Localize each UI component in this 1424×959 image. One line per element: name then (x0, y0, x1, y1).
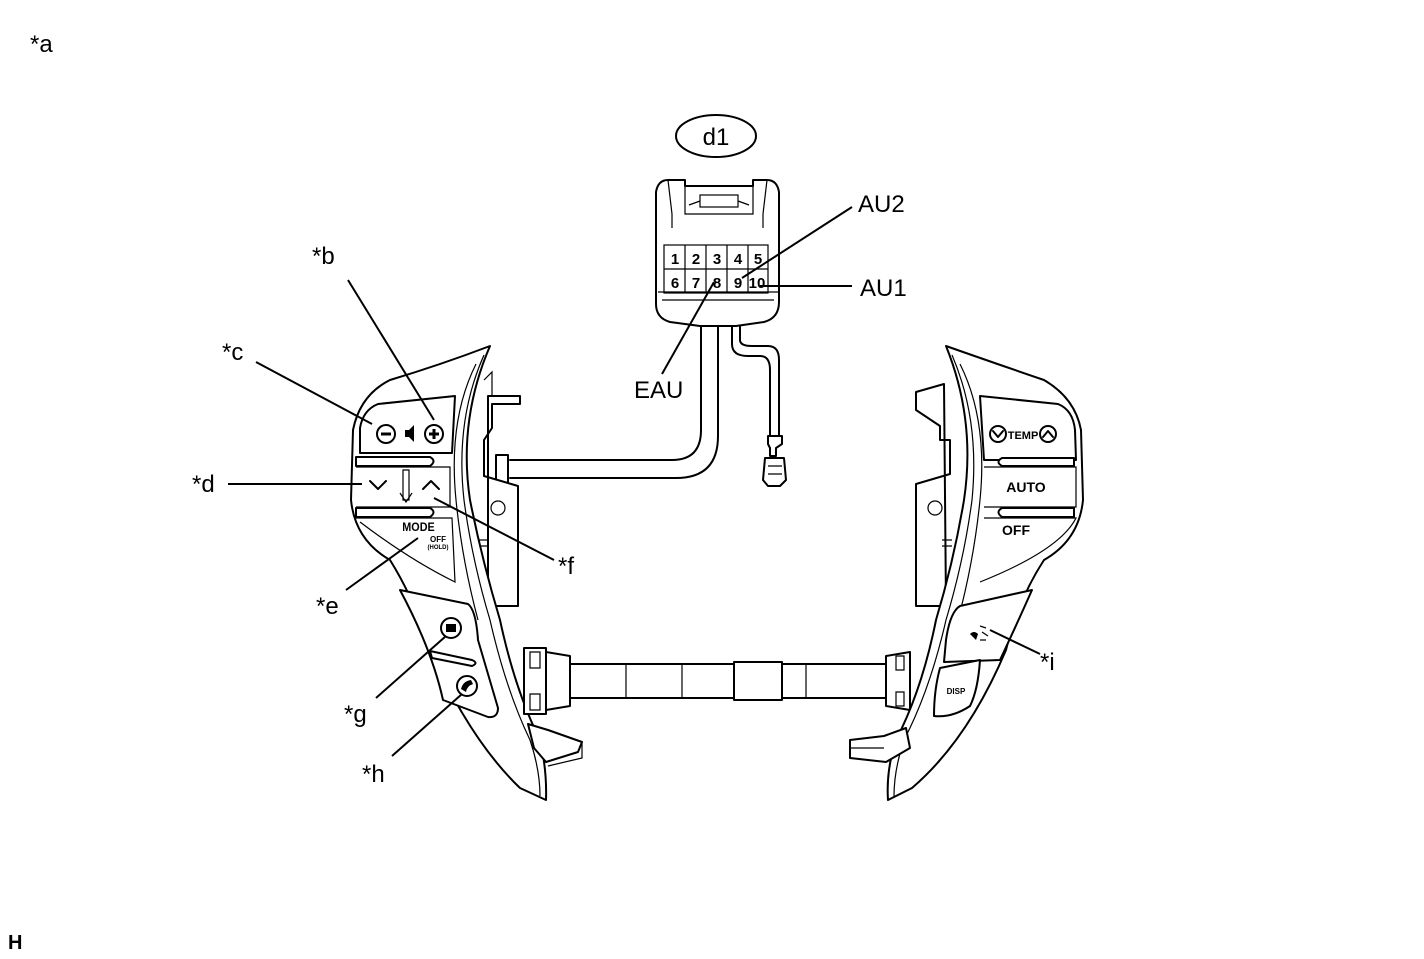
talk-button[interactable] (440, 617, 462, 639)
callout-c: *c (222, 339, 243, 366)
callouts: *b *c *d *e *f *g *h *i (192, 243, 1055, 788)
connector-label: d1 (703, 124, 730, 151)
disp-button-label[interactable]: DISP (947, 687, 966, 696)
pin-7: 7 (692, 275, 700, 292)
off-button-label[interactable]: OFF (1002, 522, 1030, 538)
right-steering-pad-switch: TEMP AUTO OFF DISP (849, 345, 1084, 801)
temp-down-button[interactable] (989, 425, 1007, 443)
off-hook-button[interactable] (456, 675, 478, 697)
seek-up-button[interactable] (422, 480, 440, 490)
callout-h: *h (362, 761, 385, 788)
figure-label: *a (30, 31, 53, 58)
off-label: OFF (430, 535, 446, 544)
seek-down-button[interactable] (369, 480, 387, 490)
lower-mounting-bar (523, 647, 911, 715)
wire-harness (495, 325, 787, 492)
pin-4: 4 (734, 251, 743, 268)
temp-label: TEMP (1008, 430, 1039, 442)
pin-6: 6 (671, 275, 679, 292)
pin-numbers: 1 2 3 4 5 6 7 8 9 10 (671, 251, 766, 292)
pin-10: 10 (749, 275, 766, 292)
seek-separator-arrow-icon (399, 469, 413, 504)
hold-label: (HOLD) (428, 545, 449, 551)
speaker-icon (405, 425, 414, 442)
mode-button-label[interactable]: MODE (402, 522, 435, 535)
pin-8: 8 (713, 275, 721, 292)
pin-9: 9 (734, 275, 742, 292)
pin-2: 2 (692, 251, 700, 268)
volume-up-button[interactable] (424, 424, 444, 444)
corner-code: H (8, 932, 22, 954)
pin-3: 3 (713, 251, 721, 268)
left-steering-pad-switch: MODE OFF (HOLD) (350, 345, 583, 801)
callout-b: *b (312, 243, 335, 270)
pin-1: 1 (671, 251, 679, 268)
callout-g: *g (344, 701, 367, 728)
auto-button-label[interactable]: AUTO (1006, 479, 1046, 495)
callout-d: *d (192, 471, 215, 498)
callout-f: *f (558, 553, 574, 580)
volume-down-button[interactable] (376, 424, 396, 444)
terminal-au2-label: AU2 (858, 191, 905, 218)
terminal-eau-label: EAU (634, 377, 683, 404)
temp-up-button[interactable] (1039, 425, 1057, 443)
voice-button[interactable] (970, 625, 989, 641)
callout-e: *e (316, 593, 339, 620)
terminal-au1-label: AU1 (860, 275, 907, 302)
connector-d1: d1 1 2 3 4 5 6 7 8 9 10 AU2 AU1 EAU (634, 114, 907, 404)
callout-i: *i (1040, 649, 1055, 676)
connector-label-oval (675, 114, 757, 158)
pin-5: 5 (754, 251, 762, 268)
